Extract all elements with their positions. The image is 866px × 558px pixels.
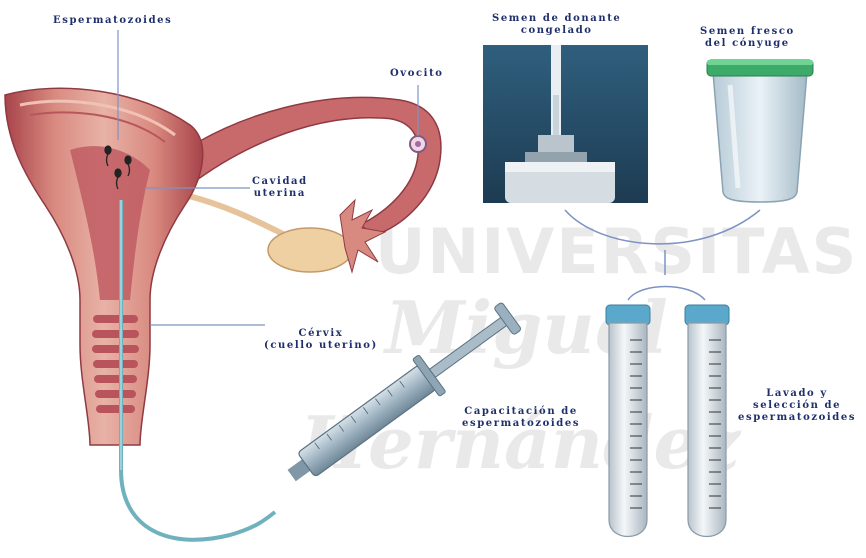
uterus xyxy=(5,88,441,445)
syringe xyxy=(278,297,525,494)
donor-semen-photo xyxy=(483,45,648,203)
specimen-cup xyxy=(707,60,813,202)
label-espermatozoides: Espermatozoides xyxy=(53,15,172,27)
label-cavidad-uterina: Cavidad uterina xyxy=(252,176,308,200)
label-semen-fresco: Semen fresco del cónyuge xyxy=(700,26,795,50)
test-tube-left xyxy=(606,305,650,537)
test-tube-right xyxy=(685,305,729,537)
label-capacitacion: Capacitación de espermatozoides xyxy=(462,406,580,430)
ovarian-ligament xyxy=(185,195,285,235)
ovary xyxy=(268,228,352,272)
label-lavado: Lavado y selección de espermatozoides xyxy=(738,388,856,424)
connector-lines xyxy=(565,210,760,300)
label-semen-donante: Semen de donante congelado xyxy=(492,13,621,37)
fallopian-tube xyxy=(170,98,441,236)
label-cervix: Cérvix (cuello uterino) xyxy=(264,328,378,352)
label-ovocito: Ovocito xyxy=(390,68,444,80)
